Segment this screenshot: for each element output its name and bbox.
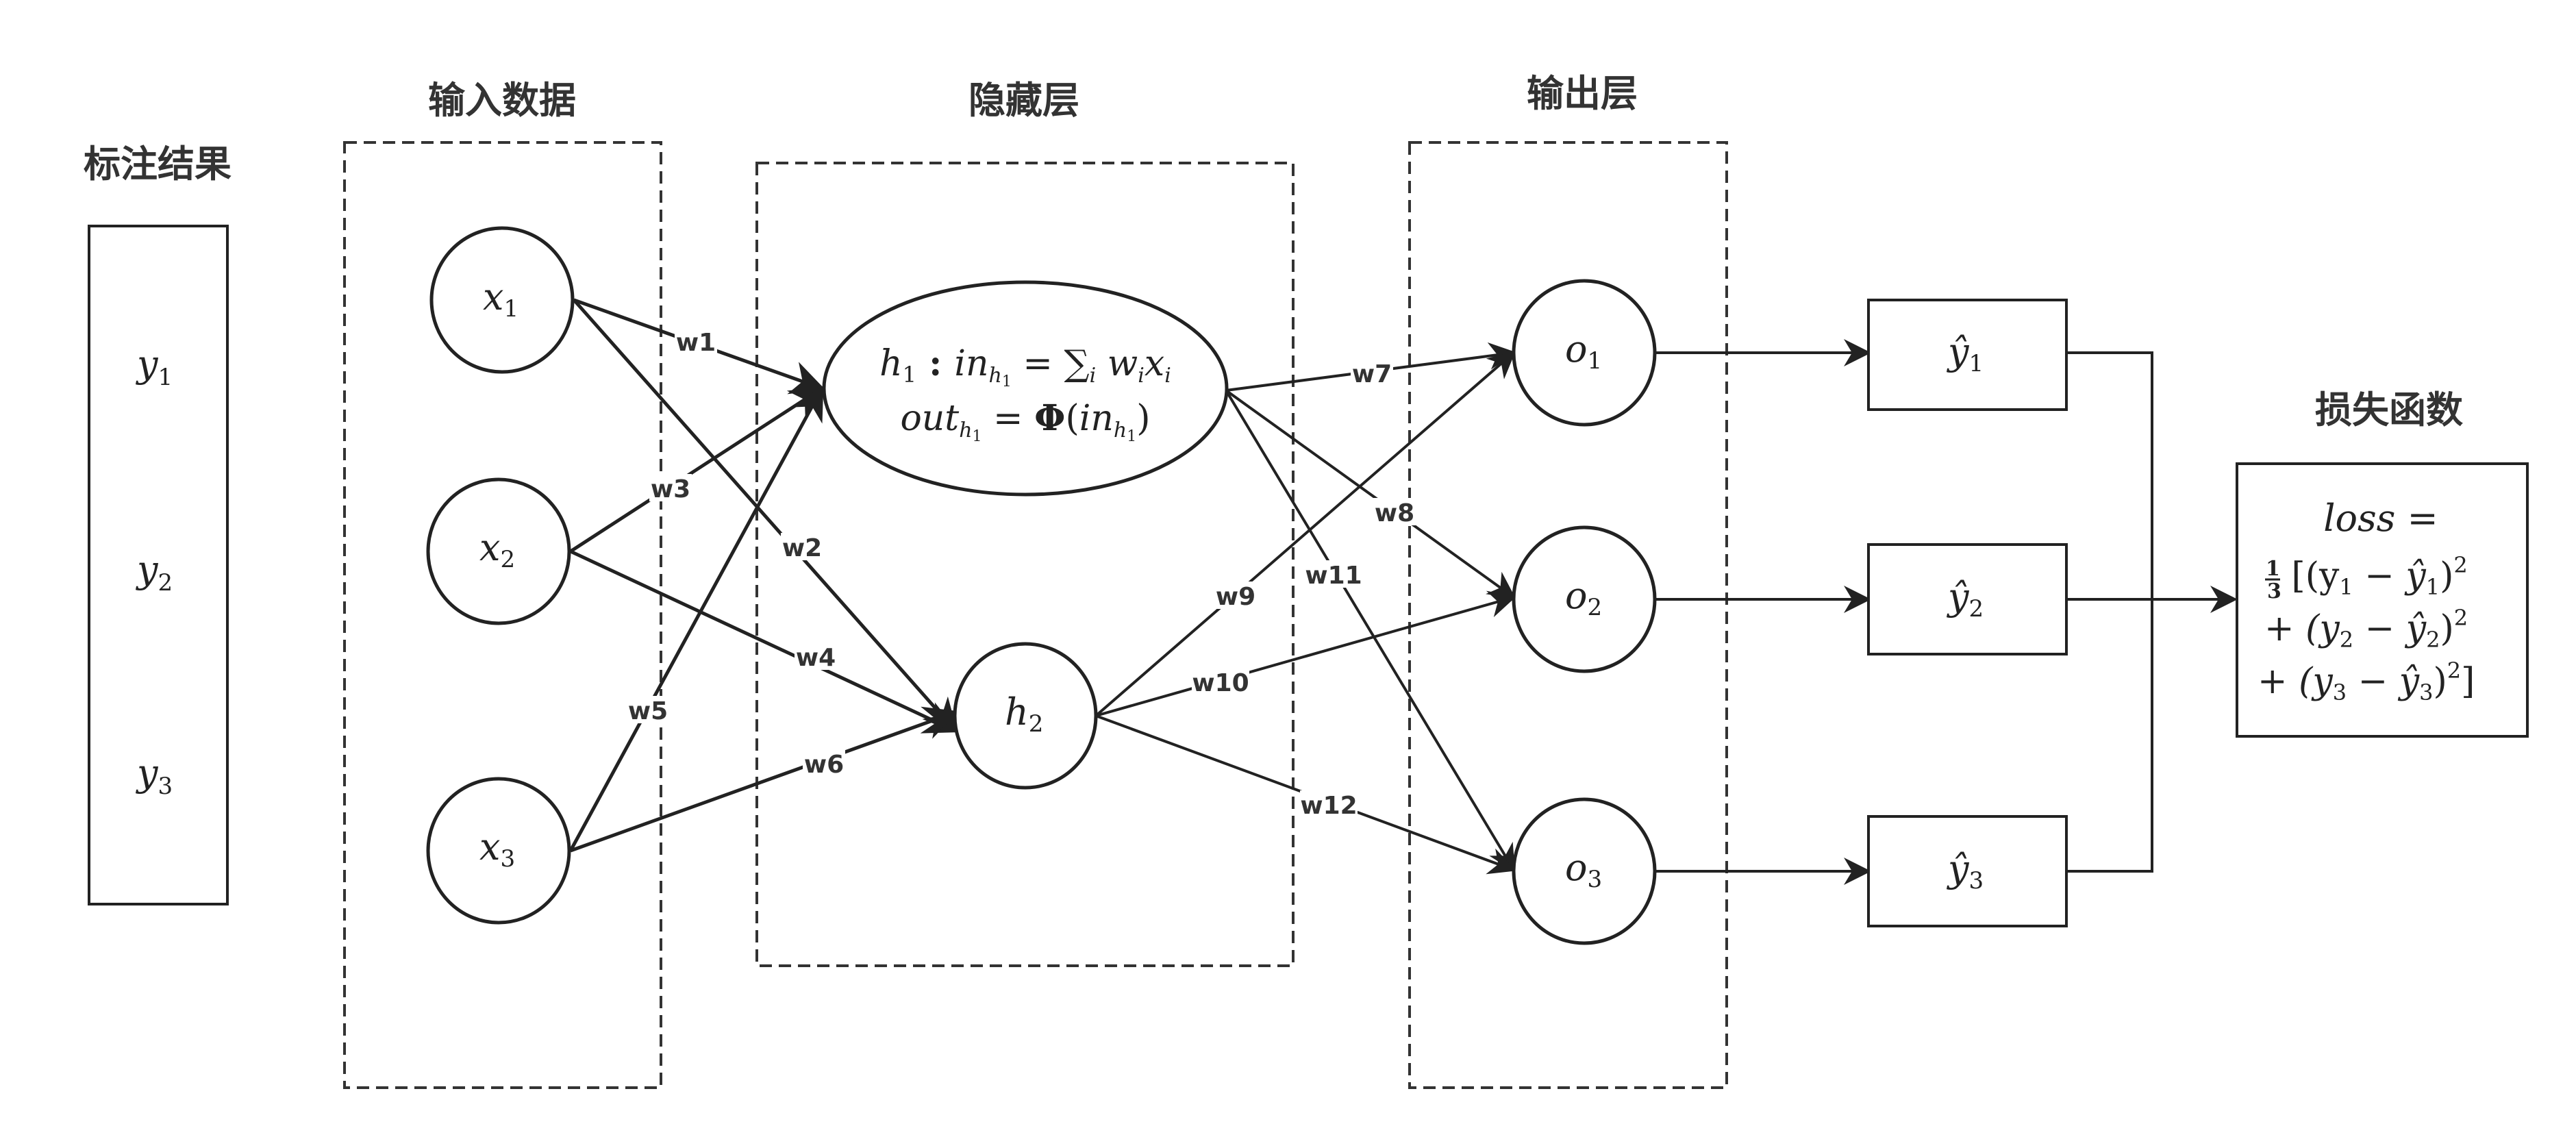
prediction-box-yhat2: ŷ2 [1867,543,2068,655]
svg-text:x1: x1 [483,275,518,323]
loss-line-1: loss = [2323,497,2438,540]
weight-label-w4: w4 [795,642,837,672]
edge-w11 [1225,389,1516,873]
loss-title: 损失函数 [2315,388,2463,432]
prediction-box-yhat3: ŷ3 [1867,815,2068,927]
h1-formula-line2: outh1 = Φ(inh1) [900,397,1150,445]
svg-text:w5: w5 [628,697,668,725]
labels-title: 标注结果 [84,142,232,186]
input-node-x2: x2 [426,477,571,625]
edge-w3 [569,386,825,553]
svg-text:o3: o3 [1565,846,1602,893]
edge-w6 [570,706,959,853]
svg-text:w11: w11 [1305,562,1362,590]
weight-label-w8: w8 [1373,498,1416,527]
hidden-node-h2: h2 [953,642,1098,790]
weight-label-w9: w9 [1214,582,1257,611]
output-layer-box [1408,141,1728,1089]
weight-label-w12: w12 [1300,790,1358,820]
weight-label-w7: w7 [1351,359,1393,388]
weight-label-w1: w1 [675,327,717,357]
weight-label-w6: w6 [803,749,845,779]
output-node-o2: o2 [1512,525,1657,673]
h1-formula-line1: h1 : inh1 = ∑i wixi [879,342,1171,390]
loss-line-3: + (y2 − ŷ2)2 [2264,605,2468,653]
svg-text:h2: h2 [1005,690,1043,738]
output-node-o3: o3 [1512,797,1657,945]
svg-text:x3: x3 [479,825,515,873]
input-node-x3: x3 [426,777,571,925]
weight-label-w11: w11 [1305,560,1362,590]
weight-label-w3: w3 [649,474,692,503]
loss-line-2: 1 [(y1 − ŷ1)2 [2266,543,2468,600]
edge-w9 [1095,351,1516,717]
hidden-title: 隐藏层 [968,79,1079,122]
connector-yhat3 [2066,599,2153,873]
edge-w4 [569,549,959,734]
svg-text:w1: w1 [676,329,716,357]
connector-yhat1 [2066,351,2153,599]
svg-text:ŷ2: ŷ2 [1947,575,1984,623]
loss-box: loss = 1 [(y1 − ŷ1)2 3 + (y2 − ŷ2)2 + (y… [2236,462,2529,738]
svg-text:w10: w10 [1192,669,1249,697]
svg-text:ŷ3: ŷ3 [1947,847,1984,895]
input-title: 输入数据 [428,79,576,122]
svg-text:w7: w7 [1352,360,1392,388]
svg-text:x2: x2 [479,526,515,573]
edge-w5 [568,385,824,852]
prediction-box-yhat1: ŷ1 [1867,299,2068,411]
edge-w10 [1095,590,1516,717]
output-title: 输出层 [1527,72,1638,115]
svg-text:w9: w9 [1216,583,1255,611]
svg-text:ŷ1: ŷ1 [1947,330,1984,377]
edge-w2 [573,299,958,734]
input-layer-box [343,141,662,1089]
svg-text:o2: o2 [1565,574,1602,621]
label-y1: y1 [136,342,173,391]
svg-text:o1: o1 [1565,327,1602,375]
label-y3: y3 [136,751,173,800]
svg-text:w8: w8 [1375,499,1414,527]
svg-text:w2: w2 [782,534,822,562]
svg-text:w3: w3 [651,475,690,503]
edge-w8 [1225,389,1516,599]
hidden-node-h1: h1 : inh1 = ∑i wixi outh1 = Φ(inh1) [822,280,1229,497]
input-node-x1: x1 [429,226,575,374]
label-y2: y2 [136,548,173,597]
output-node-o1: o1 [1512,279,1657,427]
loss-frac-den: 3 [2267,579,2281,603]
svg-text:w12: w12 [1300,792,1357,820]
loss-line-4: + (y3 − ŷ3)2] [2258,658,2475,705]
weight-label-w5: w5 [627,696,669,725]
labels-box [88,225,229,905]
weight-label-w2: w2 [781,533,823,562]
svg-text:w6: w6 [804,751,844,779]
svg-text:w4: w4 [796,644,836,672]
weight-label-w10: w10 [1192,668,1249,697]
